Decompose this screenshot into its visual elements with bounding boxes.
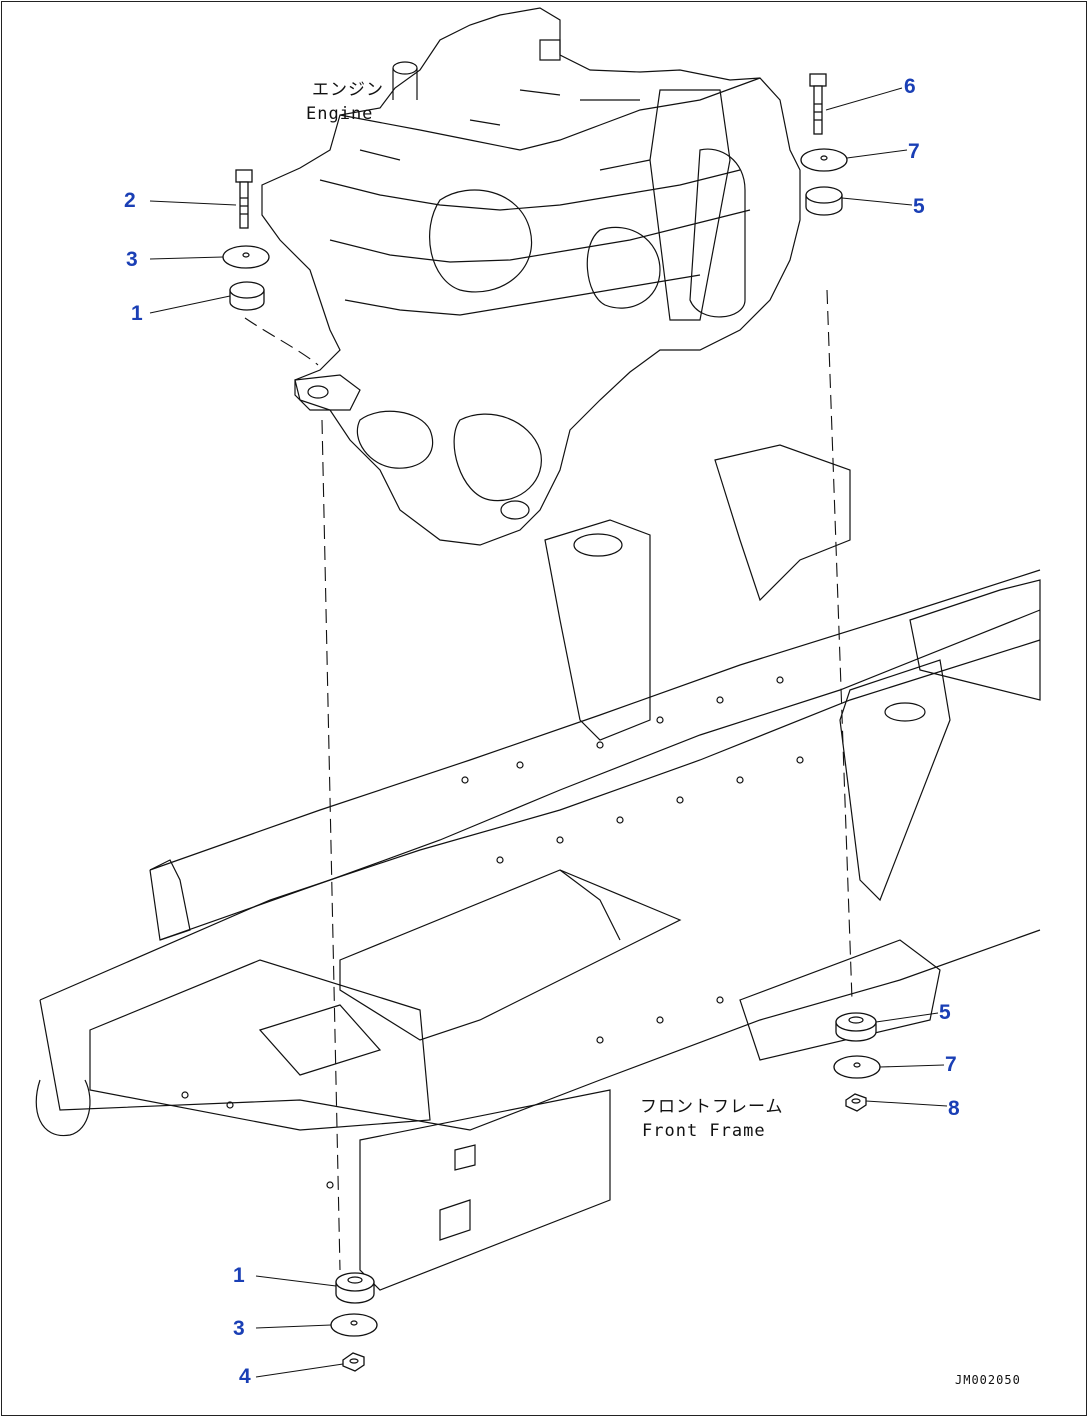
callout-1-bottom[interactable]: 1 — [233, 1264, 245, 1287]
nut-part-4 — [342, 1352, 365, 1372]
cushion-part-1-bottom — [335, 1272, 375, 1304]
callout-3-top[interactable]: 3 — [126, 248, 138, 271]
engine-drawing — [261, 7, 801, 546]
front-frame-label-jp: フロントフレーム — [640, 1097, 784, 1117]
engine-label-en: Engine — [306, 104, 374, 124]
cushion-part-5-top — [805, 186, 843, 216]
front-frame-label-en: Front Frame — [642, 1121, 766, 1141]
callout-8-bottom[interactable]: 8 — [948, 1097, 960, 1120]
callout-4-bottom[interactable]: 4 — [239, 1365, 251, 1388]
nut-part-8 — [845, 1093, 867, 1112]
engine-label-jp: エンジン — [312, 80, 384, 100]
bolt-part-6 — [809, 73, 827, 135]
callout-6-top[interactable]: 6 — [904, 75, 916, 98]
washer-part-3-bottom — [330, 1313, 378, 1337]
callout-5-bottom[interactable]: 5 — [939, 1001, 951, 1024]
callout-7-bottom[interactable]: 7 — [945, 1053, 957, 1076]
washer-part-7-top — [800, 148, 848, 172]
washer-part-7-bottom — [833, 1055, 881, 1079]
callout-2-top[interactable]: 2 — [124, 189, 136, 212]
front-frame-drawing — [35, 444, 1041, 1291]
callout-7-top[interactable]: 7 — [908, 140, 920, 163]
assembly-lines — [244, 289, 853, 1271]
cushion-part-5-bottom — [835, 1012, 877, 1042]
drawing-code: JM002050 — [955, 1373, 1021, 1387]
leader-lines — [149, 87, 948, 1378]
callout-3-bottom[interactable]: 3 — [233, 1317, 245, 1340]
cushion-part-1-top — [229, 281, 265, 311]
callout-5-top[interactable]: 5 — [913, 195, 925, 218]
washer-part-3-top — [222, 245, 270, 269]
bolt-part-2 — [235, 169, 253, 229]
callout-1-top[interactable]: 1 — [131, 302, 143, 325]
